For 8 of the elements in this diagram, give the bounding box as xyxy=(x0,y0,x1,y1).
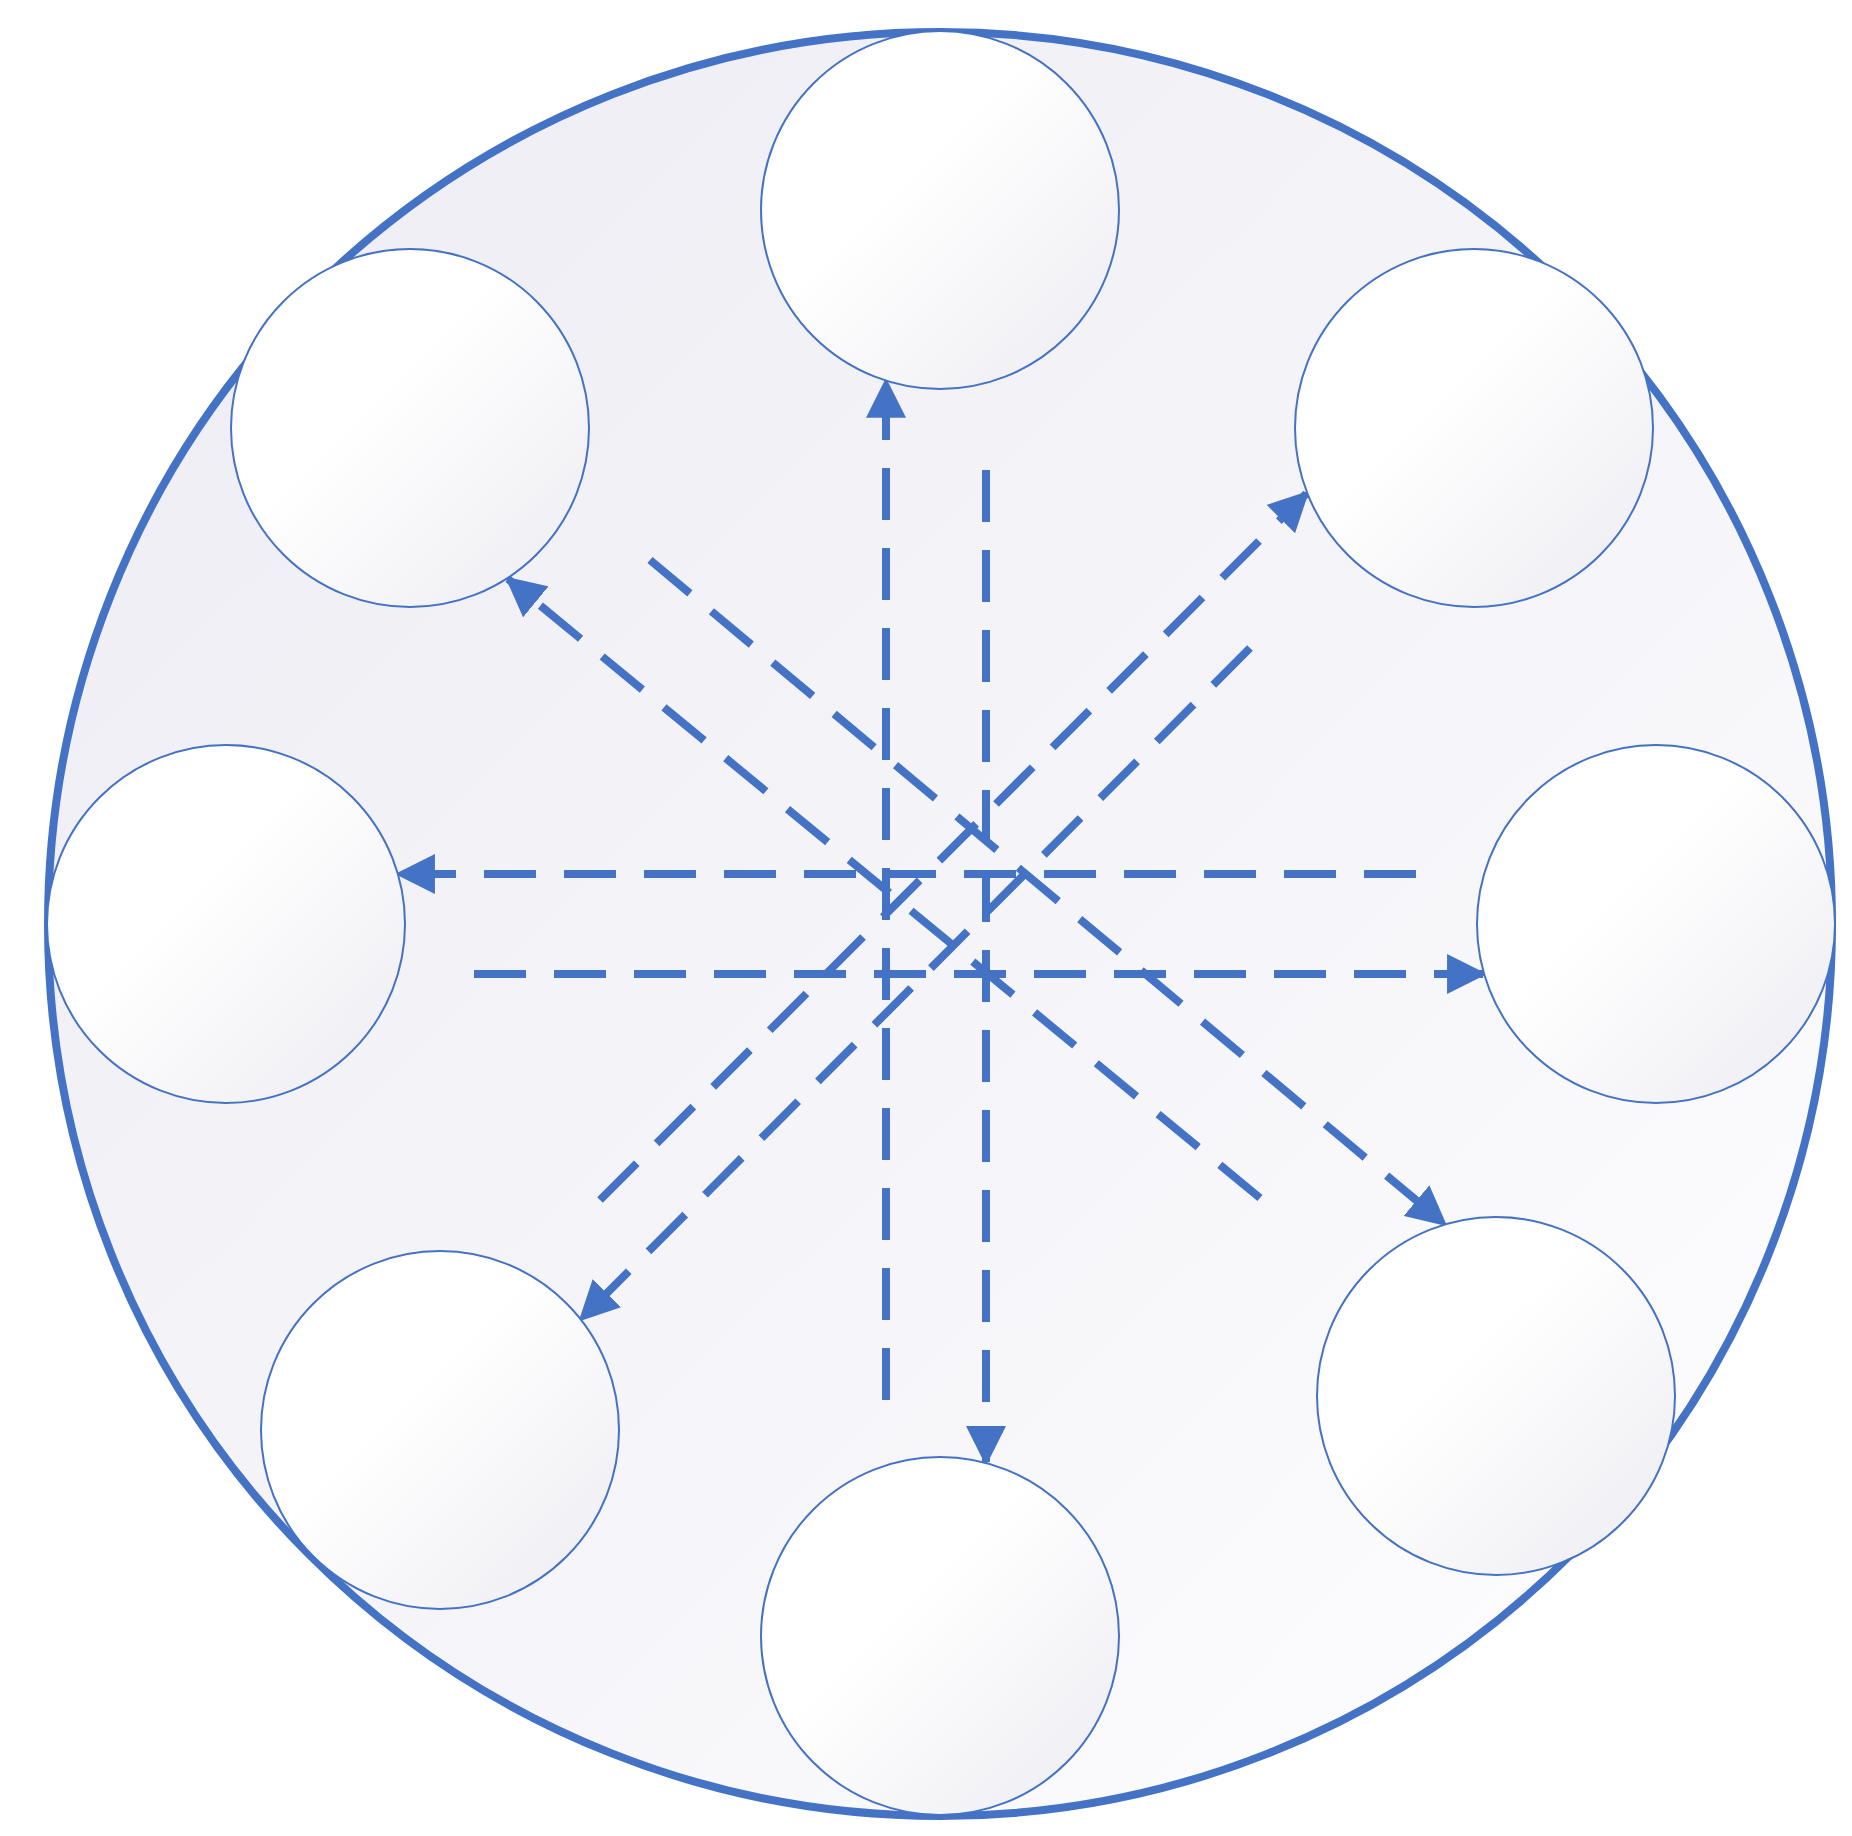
dashed-arrow xyxy=(866,377,906,1400)
dashed-arrow xyxy=(647,556,1448,1227)
dashed-arrow xyxy=(597,490,1310,1203)
dashed-arrow xyxy=(394,854,1416,894)
dashed-arrow xyxy=(504,575,1263,1202)
dashed-arrow xyxy=(966,470,1006,1466)
dashed-arrow xyxy=(474,954,1488,994)
dashed-arrow xyxy=(578,645,1253,1322)
